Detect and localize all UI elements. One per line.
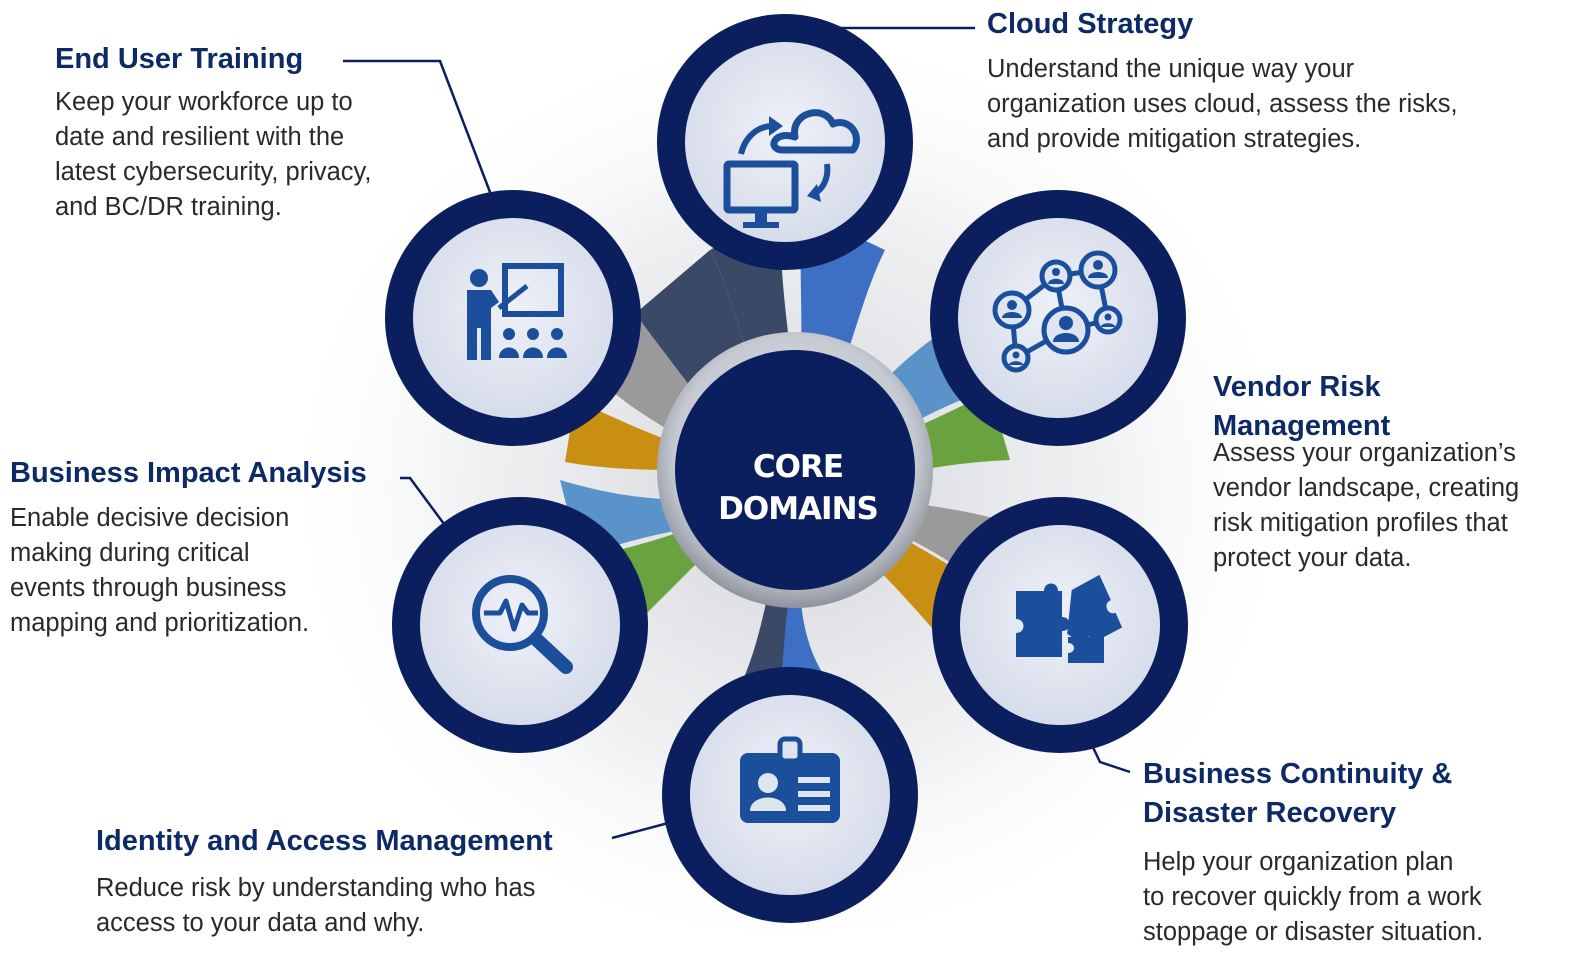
domain-description: Enable decisive decision making during c… (10, 504, 310, 637)
connector-iam (611, 820, 673, 840)
domain-identity-access-management: Identity and Access Management Reduce ri… (96, 823, 616, 941)
domain-description: Understand the unique way your organizat… (987, 55, 1458, 153)
connector-bia (400, 476, 449, 529)
domain-business-impact-analysis: Business Impact Analysis Enable decisive… (10, 455, 410, 641)
circle-training (385, 190, 641, 446)
domain-vendor-risk-management: Vendor Risk Management Assess your organ… (1213, 369, 1573, 576)
domain-description: Reduce risk by understanding who has acc… (96, 874, 536, 937)
circle-bia (392, 497, 648, 753)
domain-title: Business Impact Analysis (10, 457, 367, 489)
domain-description: Help your organization plan to recover q… (1143, 848, 1484, 946)
center-label-line1: CORE (752, 449, 844, 485)
domain-title-line2: Management (1213, 410, 1391, 442)
puzzle-icon (1016, 574, 1123, 663)
magnifier-pulse-icon (472, 575, 573, 674)
connector-training (343, 59, 495, 201)
domain-description: Assess your organization’s vendor landsc… (1213, 439, 1520, 572)
circle-cloud (657, 14, 913, 270)
id-badge-icon (740, 736, 840, 823)
center-label: CORE DOMAINS (670, 398, 926, 578)
domain-end-user-training: End User Training Keep your workforce up… (55, 41, 435, 225)
domain-title-line1: Vendor Risk (1213, 371, 1381, 403)
domain-title-line1: Business Continuity & (1143, 758, 1453, 790)
domain-title-line2: Disaster Recovery (1143, 797, 1397, 829)
center-label-line2: DOMAINS (718, 491, 879, 527)
domain-title: Cloud Strategy (987, 8, 1194, 40)
domain-business-continuity-disaster-recovery: Business Continuity & Disaster Recovery … (1143, 756, 1573, 950)
center-circle (675, 350, 915, 590)
domain-title: End User Training (55, 43, 304, 75)
domain-title: Identity and Access Management (96, 825, 553, 857)
domain-description: Keep your workforce up to date and resil… (55, 88, 372, 221)
domain-cloud-strategy: Cloud Strategy Understand the unique way… (987, 6, 1567, 157)
presentation-icon (467, 263, 567, 360)
cloud-sync-icon (723, 109, 860, 228)
network-people-icon (992, 250, 1123, 373)
